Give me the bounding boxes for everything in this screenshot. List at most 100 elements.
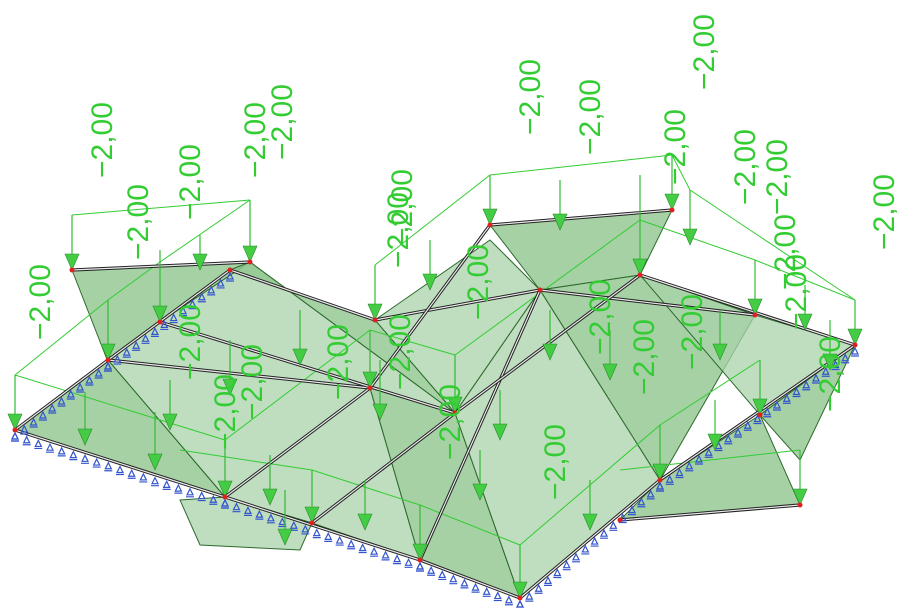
beam-highlight [539,289,756,316]
load-arrow-head [652,463,668,481]
load-arrow-head [492,423,508,441]
load-label: −2,00 [462,244,495,320]
support-symbol [66,389,75,400]
load-arrow-head [217,480,233,498]
support-symbol [186,487,194,498]
support-symbol [449,574,458,585]
line-supports [11,271,859,608]
beam-highlight [107,359,371,389]
load-arrow-head [792,488,808,506]
load-outline-edge [311,469,421,506]
node-point [757,412,763,418]
beam-highlight [311,412,456,524]
node-point [69,267,75,273]
load-arrow-head [262,488,278,506]
support-symbol [773,400,781,411]
support-symbol [802,380,811,391]
support-symbol [438,570,447,581]
support-symbol [197,292,206,303]
load-arrow-head [304,506,320,524]
load-label: −2,00 [174,304,207,380]
support-symbol [704,447,713,458]
load-value-labels: −2,00 −2,00 −2,00 −2,00 −2,00 −2,00 −2,0… [24,14,897,500]
load-label: −2,00 [659,109,692,185]
beam-highlight [159,321,456,414]
support-symbol [763,407,772,418]
load-arrow-head [822,353,838,371]
load-arrow-head [292,348,308,366]
support-symbol [416,561,424,572]
support-symbol [116,465,124,476]
support-symbol [179,306,188,317]
support-symbol [29,417,38,428]
load-arrow-head [482,208,498,226]
support-symbol [724,434,733,445]
load-label: −2,00 [780,254,813,330]
load-outline-edge [454,219,641,356]
load-outline-edge [754,259,856,301]
load-outline-edge [374,174,491,266]
support-symbol [169,313,178,324]
support-symbol [743,420,752,431]
support-symbol [792,387,801,398]
load-arrow-head [7,413,23,431]
support-symbol [841,353,850,364]
load-label: −2,00 [236,344,269,420]
node-point [852,342,858,348]
load-outline-edge [639,219,756,261]
load-arrow-head [752,398,768,416]
load-label: −2,00 [729,129,762,205]
support-symbol [209,494,218,505]
support-symbol [48,403,57,414]
node-point [227,267,233,273]
load-outline-edge [71,199,251,216]
node-point [669,207,675,213]
load-arrow-head [552,213,568,231]
load-label: −2,00 [814,336,847,412]
beam-highlight [419,559,521,599]
support-symbol [646,489,655,500]
node-point [452,410,458,416]
load-label: −2,00 [434,384,467,460]
load-arrow-head [447,396,463,414]
load-arrow-head [367,303,383,321]
support-symbol [460,578,469,589]
beam-members [14,208,856,600]
load-arrow-head [372,403,388,421]
support-symbol [609,520,618,531]
load-label: −2,00 [761,139,794,215]
node-point [637,272,643,278]
node-point [247,259,253,265]
load-outline-edge [419,504,521,546]
load-arrow-head [357,513,373,531]
load-arrow-head [542,343,558,361]
load-label: −2,00 [628,319,661,395]
nodes [12,207,858,601]
beam-highlight [519,479,661,599]
support-symbol [665,474,674,485]
support-symbol [69,450,78,461]
load-outline-edge [14,374,226,441]
load-arrow-head [100,343,116,361]
support-symbol [20,424,29,435]
load-arrow-head [797,313,813,331]
support-symbol [11,431,19,442]
beam-highlight [14,429,226,498]
load-label: −2,00 [239,102,272,178]
support-symbol [150,327,159,337]
load-label: −2,00 [86,102,119,178]
load-arrow-head [147,453,163,471]
support-symbol [76,382,85,393]
load-arrow-head [847,328,863,346]
support-symbol [132,340,141,351]
support-symbol [427,565,436,576]
support-symbol [493,591,502,602]
support-symbol [104,461,113,472]
support-symbol [753,414,762,425]
support-symbol [534,583,543,594]
load-outline-edge [659,359,761,426]
support-symbol [628,505,636,516]
beam-highlight [107,269,231,361]
support-symbol [504,595,513,606]
